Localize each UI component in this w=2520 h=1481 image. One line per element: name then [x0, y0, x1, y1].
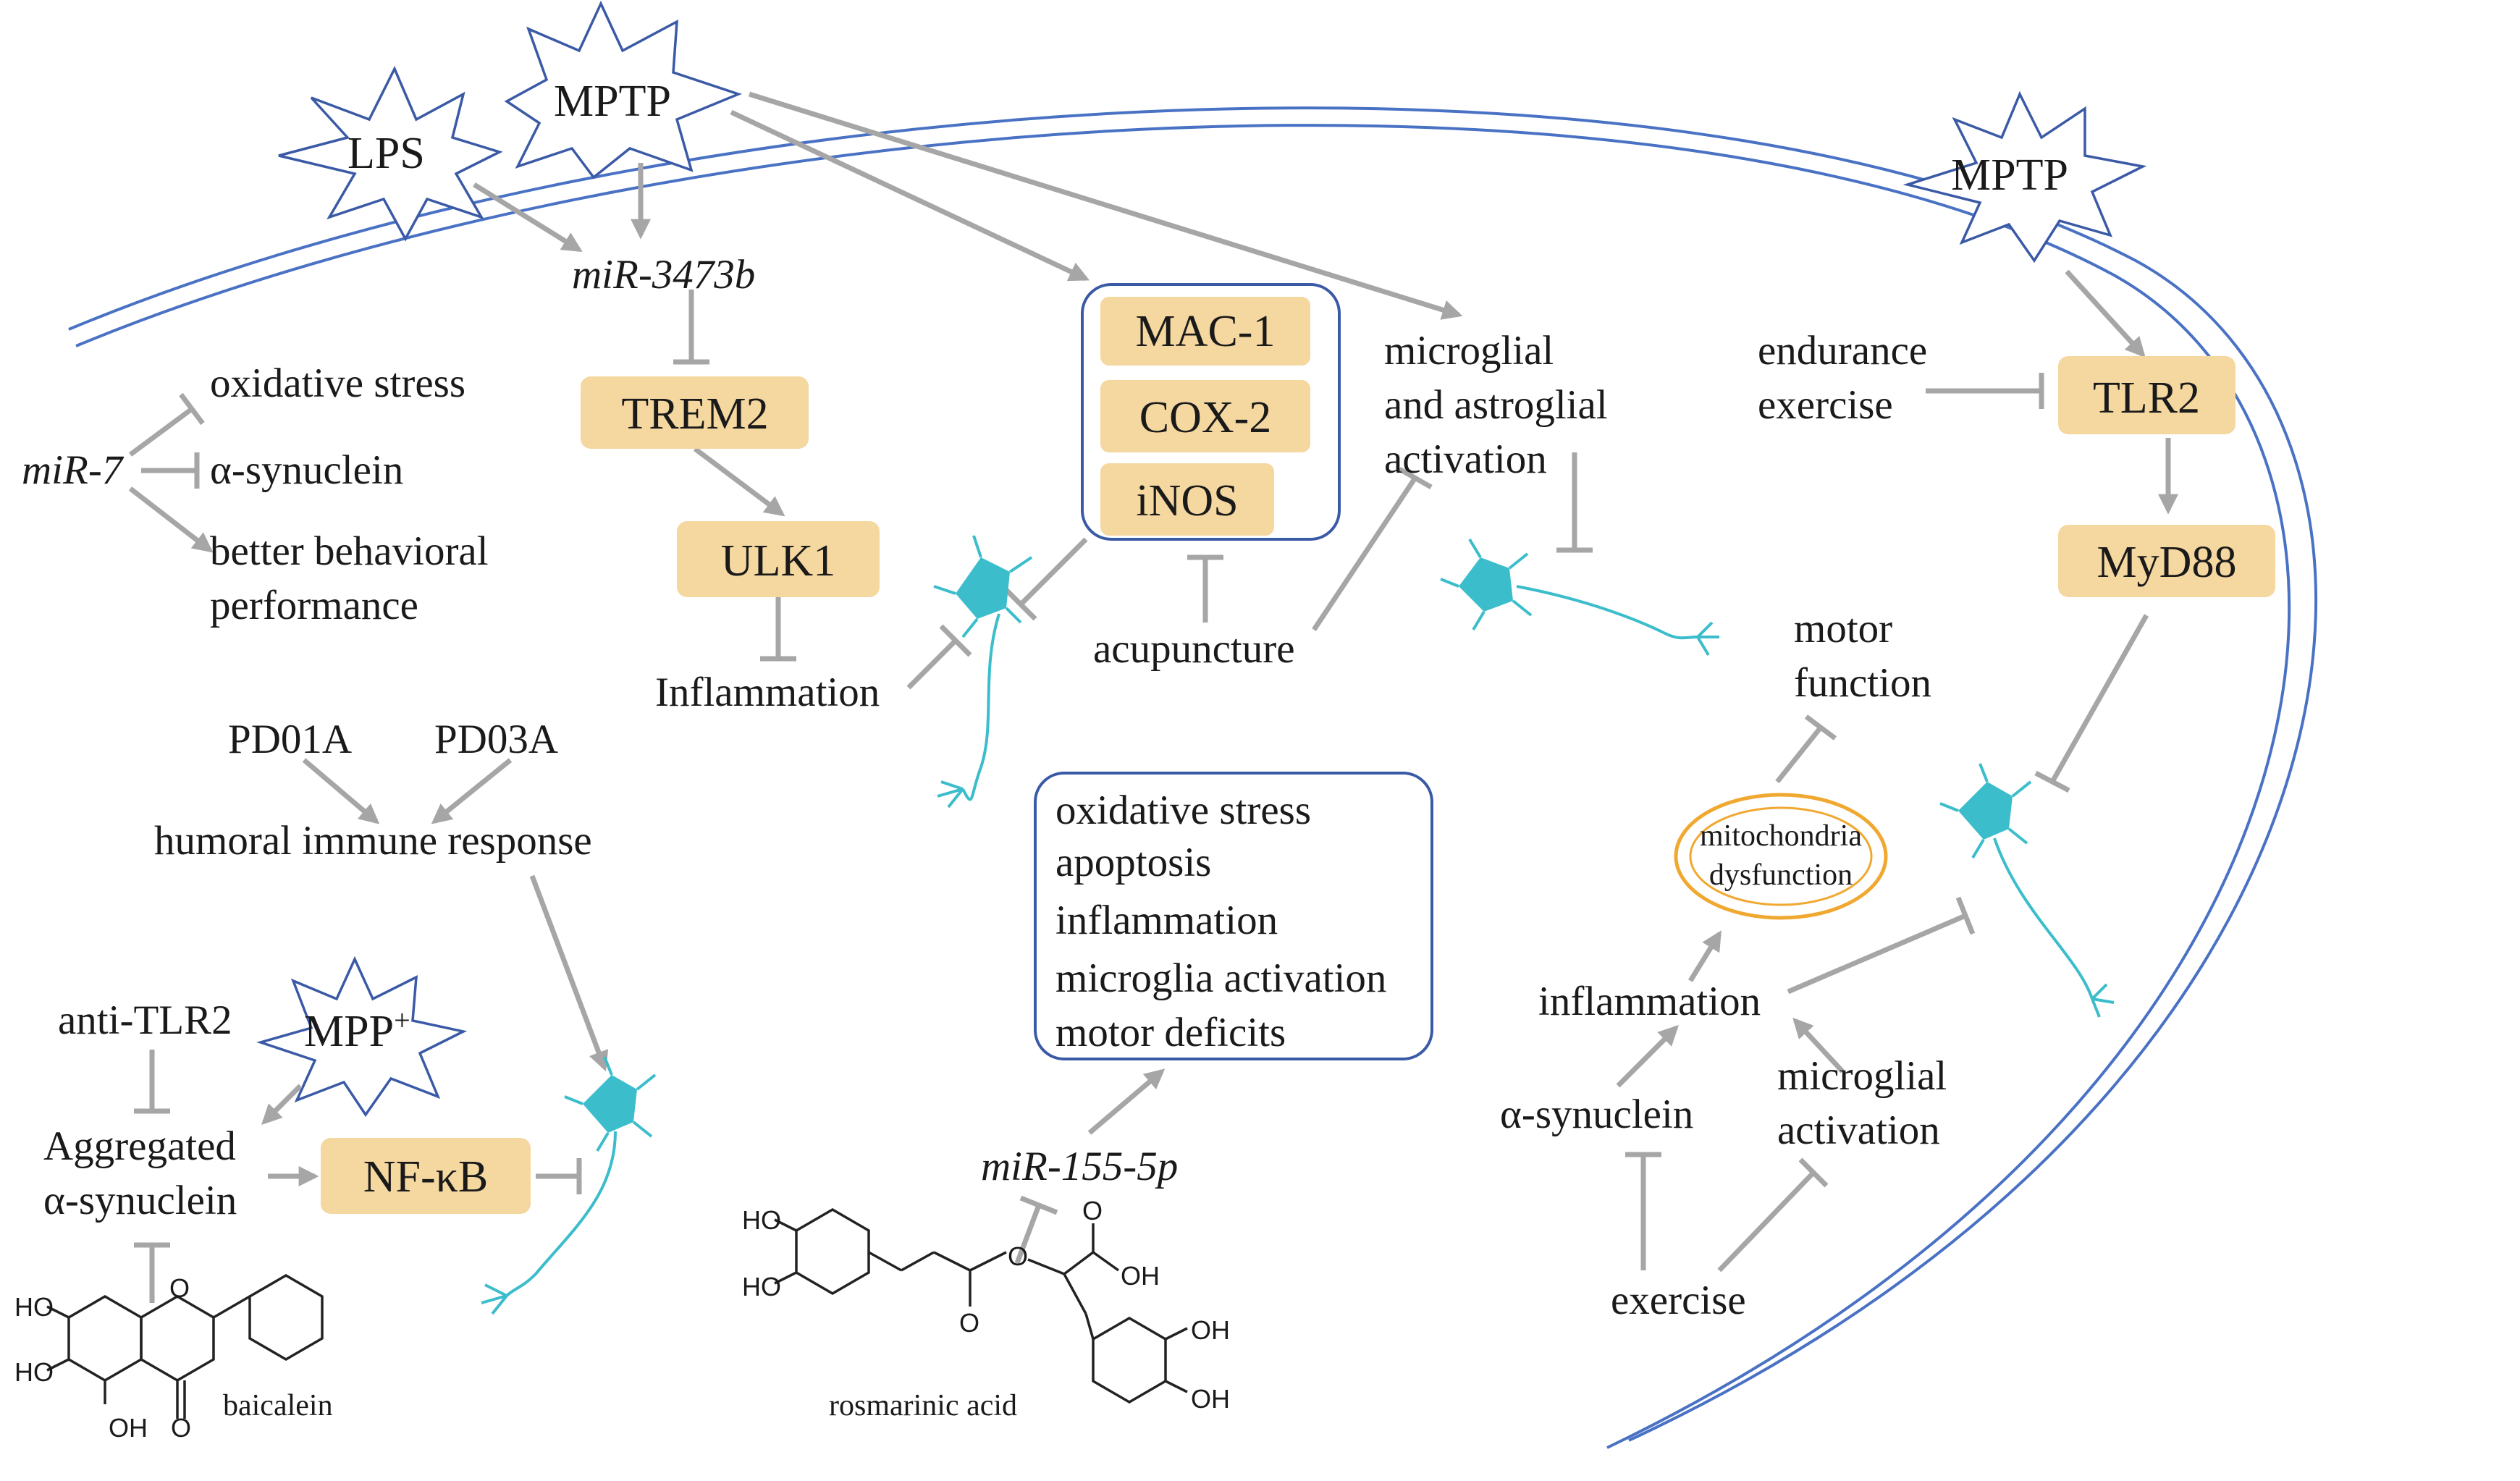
tlr2-module: endurance exercise TLR2 MyD88 [1758, 328, 2275, 597]
pd01a-label: PD01A [228, 717, 352, 762]
mptp-top-label: MPTP [554, 77, 671, 126]
tlr2-box [2058, 356, 2235, 434]
inflammation-label: Inflammation [655, 670, 880, 715]
center-module: MAC-1 COX-2 iNOS acupuncture microglial … [1081, 283, 1608, 672]
outcome-line-5: motor deficits [1055, 1010, 1286, 1055]
aggregated-label: Aggregated [43, 1123, 236, 1169]
baicalein-ho-1: HO [14, 1292, 54, 1322]
baicalein-label: baicalein [223, 1389, 333, 1422]
acupuncture-label: acupuncture [1093, 626, 1295, 672]
alpha-synuclein-right-label: α-synuclein [1500, 1092, 1693, 1137]
baicalein-oh: OH [109, 1413, 148, 1443]
baicalein-o-ring: O [169, 1273, 190, 1303]
motor-label: motor [1794, 606, 1892, 651]
mac1-label: MAC-1 [1136, 307, 1276, 356]
function-label: function [1794, 660, 1931, 706]
microglial-right-label-2: activation [1777, 1107, 1940, 1153]
tlr2-label: TLR2 [2093, 374, 2200, 423]
mitochondria-shape [1674, 793, 1888, 920]
rosmarinic-o-carbonyl: O [959, 1308, 979, 1338]
nfkb-box [321, 1138, 531, 1214]
mpp-label: MPP+ [304, 1004, 410, 1056]
glial-label-2: and astroglial [1384, 382, 1608, 428]
oxidative-stress-label: oxidative stress [210, 360, 465, 406]
mito-label-2: dysfunction [1709, 858, 1853, 892]
rosmarinic-oh-2: OH [1191, 1384, 1230, 1414]
exercise-module: motor function mitochondria dysfunction … [1500, 606, 1947, 1323]
mir7-label: miR-7 [22, 447, 125, 493]
pd03a-label: PD03A [434, 717, 558, 762]
nfkb-label: NF-κB [363, 1152, 489, 1202]
aggregated-synuclein-label: α-synuclein [43, 1178, 237, 1223]
microglial-right-label-1: microglial [1777, 1053, 1947, 1099]
mpp-star: MPP+ [256, 955, 468, 1118]
baicalein-structure: HO HO OH O O [14, 1273, 324, 1443]
trem2-label: TREM2 [621, 389, 768, 439]
outcome-line-2: apoptosis [1055, 840, 1211, 885]
neuron-center [933, 535, 1033, 809]
rosmarinic-module: oxidative stress apoptosis inflammation … [742, 772, 1433, 1422]
neuron-right-top [1440, 538, 1719, 657]
cell-membrane [68, 106, 2317, 1449]
better-behavioral-label: better behavioral [210, 528, 489, 574]
performance-label: performance [210, 583, 418, 628]
alpha-synuclein-label: α-synuclein [210, 447, 403, 493]
myd88-label: MyD88 [2097, 538, 2237, 587]
rosmarinic-ho-2: HO [742, 1272, 781, 1301]
baicalein-o-ketone: O [171, 1413, 191, 1443]
mptp-right-label: MPTP [1951, 151, 2068, 200]
humoral-label: humoral immune response [154, 818, 592, 864]
outcome-line-3: inflammation [1055, 898, 1278, 943]
rosmarinic-label: rosmarinic acid [829, 1389, 1017, 1422]
arrows [128, 91, 2178, 1303]
exercise-bottom-label: exercise [1611, 1278, 1746, 1323]
trem2-module: miR-3473b TREM2 ULK1 Inflammation [572, 252, 880, 715]
mir7-module: miR-7 oxidative stress α-synuclein bette… [22, 360, 489, 628]
humoral-module: PD01A PD03A humoral immune response [154, 717, 592, 864]
mir155-label: miR-155-5p [981, 1144, 1178, 1189]
baicalein-ho-2: HO [14, 1357, 54, 1387]
inflammation-right-label: inflammation [1538, 979, 1761, 1024]
inos-box [1100, 463, 1274, 536]
rosmarinic-oh-acid: OH [1121, 1261, 1160, 1291]
rosmarinic-o-ester: O [1008, 1241, 1028, 1271]
myd88-box [2058, 525, 2275, 597]
cox2-box [1100, 380, 1310, 452]
outcome-line-4: microglia activation [1055, 955, 1386, 1001]
rosmarinic-o-acid: O [1082, 1196, 1103, 1225]
glial-label-3: activation [1384, 436, 1547, 482]
mac1-box [1100, 297, 1310, 366]
neuron-right-bottom [1939, 763, 2115, 1018]
rosmarinic-structure: HO HO O O O OH OH OH [742, 1196, 1230, 1414]
mptp-star-top: MPTP [504, 0, 743, 180]
rosmarinic-oh-1: OH [1191, 1315, 1230, 1345]
mir3473b-label: miR-3473b [572, 252, 755, 298]
trem2-box [581, 376, 809, 449]
rosmarinic-ho-1: HO [742, 1205, 781, 1235]
lps-star: LPS [278, 65, 503, 242]
lps-label: LPS [347, 129, 425, 178]
endurance-label: endurance [1758, 328, 1927, 374]
mptp-star-right: MPTP [1902, 90, 2147, 263]
nfkb-module: anti-TLR2 Aggregated α-synuclein NF-κB b… [14, 997, 531, 1443]
outcome-line-1: oxidative stress [1055, 788, 1311, 833]
mito-label-1: mitochondria [1700, 819, 1862, 853]
glial-label-1: microglial [1384, 328, 1554, 374]
ulk1-label: ULK1 [721, 536, 835, 586]
outcome-frame [1034, 772, 1433, 1060]
ulk1-box [677, 521, 880, 597]
exercise-label: exercise [1758, 382, 1893, 428]
neuron-left [481, 1056, 657, 1315]
anti-tlr2-label: anti-TLR2 [58, 997, 232, 1043]
cox2-label: COX-2 [1139, 393, 1272, 442]
inos-label: iNOS [1136, 476, 1238, 526]
